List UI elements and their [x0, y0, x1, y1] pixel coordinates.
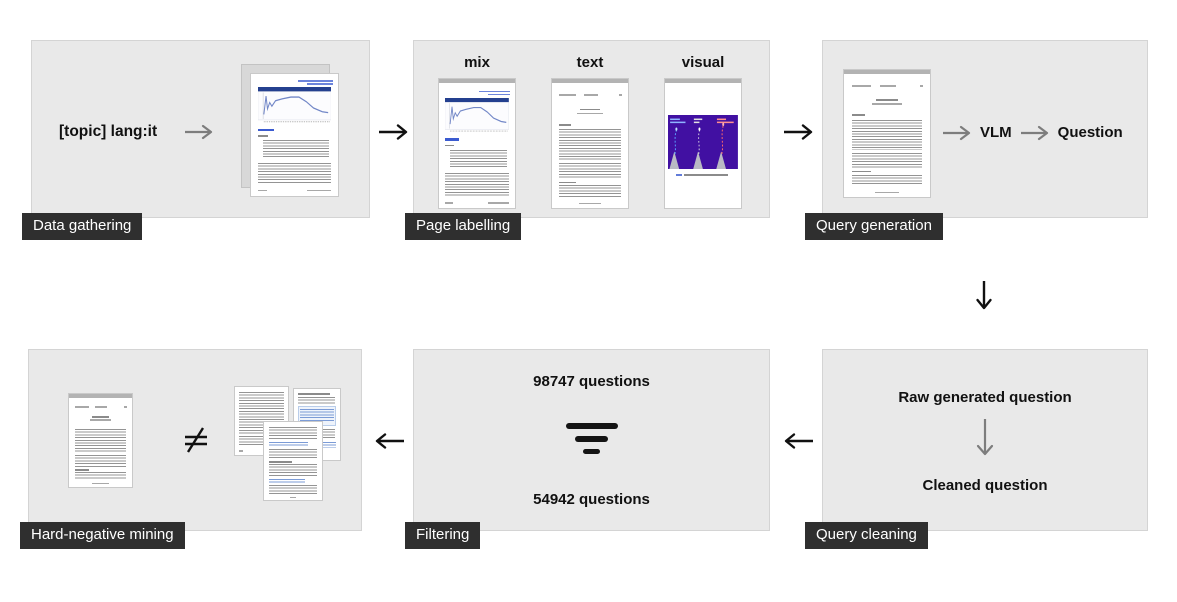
search-query-text: [topic] lang:it: [59, 123, 158, 140]
page-topbar: [552, 79, 628, 83]
count-before-label: 98747 questions: [533, 373, 650, 390]
cleaned-question-label: Cleaned question: [922, 477, 1048, 494]
vlm-label: VLM: [980, 124, 1012, 141]
mini-line-chart: [257, 87, 332, 123]
label-visual: visual: [681, 54, 725, 71]
stage-badge-query-cleaning: Query cleaning: [805, 522, 928, 549]
filter-icon: [565, 423, 618, 454]
arrow-right-gray-icon: [1020, 125, 1048, 140]
question-label: Question: [1057, 124, 1123, 141]
stage-badge-data-gathering: Data gathering: [22, 213, 143, 240]
panel-hard-negative-mining: [28, 349, 362, 531]
flow-arrow-down-icon: [976, 281, 992, 310]
page-topbar: [69, 394, 132, 398]
panel-data-gathering: [topic] lang:it: [31, 40, 370, 218]
arrow-right-gray-icon: [185, 124, 213, 140]
page-topbar: [665, 79, 741, 83]
flow-arrow-right-icon: [784, 124, 813, 140]
not-equal-icon: [185, 427, 207, 453]
document-thumbnail-text: [843, 69, 931, 198]
document-thumbnail-mix: [438, 78, 516, 209]
document-thumbnail-visual: [664, 78, 742, 209]
panel-filtering: 98747 questions 54942 questions: [413, 349, 770, 531]
flow-arrow-right-icon: [379, 124, 408, 140]
count-after-label: 54942 questions: [533, 491, 650, 508]
arrow-right-gray-icon: [943, 125, 971, 140]
label-mix: mix: [464, 54, 490, 71]
purple-figure: [668, 115, 738, 170]
stage-badge-filtering: Filtering: [405, 522, 481, 549]
flow-arrow-left-icon: [784, 433, 813, 449]
mini-line-chart: [445, 98, 509, 132]
arrow-down-gray-icon: [976, 419, 994, 456]
document-thumbnail-text: [551, 78, 629, 209]
stage-badge-page-labelling: Page labelling: [405, 213, 522, 240]
page-topbar: [844, 70, 930, 74]
stage-badge-hard-negative-mining: Hard-negative mining: [20, 522, 185, 549]
raw-question-label: Raw generated question: [898, 389, 1072, 406]
document-thumbnail-text: [68, 393, 133, 488]
label-text: text: [576, 54, 604, 71]
document-thumbnail-mix: [250, 73, 339, 197]
panel-query-cleaning: Raw generated question Cleaned question: [822, 349, 1148, 531]
page-topbar: [439, 79, 515, 83]
panel-query-generation: VLM Question: [822, 40, 1148, 218]
panel-page-labelling: mix text visual: [413, 40, 770, 218]
stage-badge-query-generation: Query generation: [805, 213, 943, 240]
document-thumbnail-negative: [263, 421, 323, 501]
flow-arrow-left-icon: [375, 433, 404, 449]
